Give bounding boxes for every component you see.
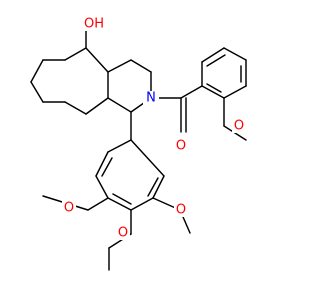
atom-label-text: O <box>64 201 74 216</box>
atom-label: N <box>143 91 159 106</box>
atom-layer: OH N O O O O <box>62 17 246 241</box>
bond <box>107 197 132 211</box>
bond <box>64 101 87 115</box>
bond <box>30 59 44 83</box>
bond <box>107 139 132 153</box>
bond <box>85 97 109 115</box>
bond <box>107 97 132 113</box>
bond <box>130 139 165 177</box>
bond <box>64 47 87 61</box>
bond <box>112 193 132 205</box>
bond <box>107 59 132 73</box>
bond <box>147 177 159 197</box>
molecule-diagram: OH N O O O O <box>30 17 247 271</box>
bond-layer <box>30 27 247 271</box>
bond <box>85 47 109 73</box>
bond <box>152 175 165 199</box>
bond <box>223 85 247 99</box>
bond <box>180 85 203 99</box>
atom-label-text: O <box>234 119 244 134</box>
atom-label: O <box>174 203 188 218</box>
bond <box>206 54 226 67</box>
bond <box>201 47 225 63</box>
atom-label-text: O <box>176 203 186 218</box>
structure-canvas: OH N O O O O <box>30 16 247 271</box>
atom-label-text: OH <box>84 17 104 32</box>
bond <box>130 59 152 73</box>
bond <box>95 175 109 199</box>
bond <box>30 81 44 103</box>
atom-label-text: O <box>176 139 186 154</box>
bond <box>130 197 154 211</box>
atom-label: O <box>174 139 188 154</box>
bond <box>206 83 222 93</box>
atom-label: O <box>116 226 130 241</box>
atom-label: O <box>62 201 76 216</box>
atom-label-text: O <box>118 226 128 241</box>
bond <box>101 157 113 177</box>
atom-label: O <box>232 119 246 134</box>
bond <box>223 47 247 61</box>
atom-label-text: N <box>146 91 156 106</box>
bond <box>201 85 225 99</box>
bond <box>87 197 109 211</box>
atom-label: OH <box>84 17 104 32</box>
bond <box>95 151 109 177</box>
